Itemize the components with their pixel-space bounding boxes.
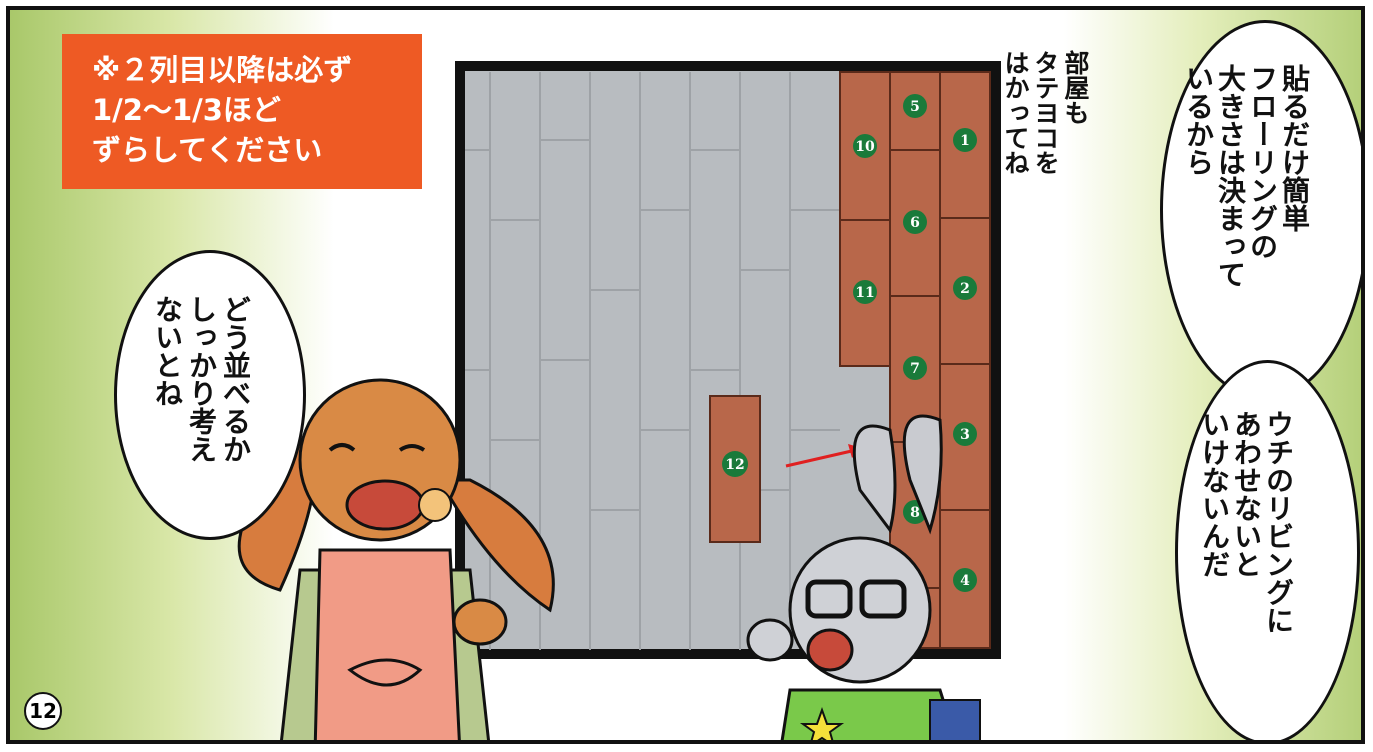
comic-panel: ※２列目以降は必ず 1/2〜1/3ほど ずらしてください (6, 6, 1365, 744)
handwritten-note: 部屋も タテヨコを はかってね (1001, 50, 1090, 175)
svg-text:4: 4 (960, 573, 970, 589)
bubble-right-bottom-text: ウチのリビングに あわせないと いけないんだ (1198, 410, 1295, 634)
svg-text:12: 12 (725, 457, 744, 473)
svg-text:3: 3 (960, 427, 970, 443)
svg-text:5: 5 (910, 99, 920, 115)
badge-1: 1 (953, 128, 977, 152)
speech-bubble-right-top (1160, 20, 1361, 400)
badge-7: 7 (903, 356, 927, 380)
rabbit-character (746, 414, 981, 740)
tile-badges: 1 2 3 4 5 6 7 8 10 11 12 (722, 94, 977, 592)
svg-text:11: 11 (855, 285, 874, 301)
svg-text:8: 8 (910, 505, 920, 521)
floor-plan: 1 2 3 4 5 6 7 8 10 11 12 (237, 61, 1001, 740)
tiles-col-3 (839, 71, 891, 367)
badge-11: 11 (853, 280, 877, 304)
badge-3: 3 (953, 422, 977, 446)
svg-text:6: 6 (910, 215, 920, 231)
bubble-right-top-text: 貼るだけ簡単 フローリングの 大きさは決まって いるから (1182, 64, 1311, 288)
svg-text:10: 10 (855, 139, 875, 155)
page-number: 12 (24, 692, 62, 730)
bubble-left-text: どう並べるか しっかり考え ないとね (151, 295, 252, 463)
speech-bubble-right-bottom (1175, 360, 1360, 740)
badge-6: 6 (903, 210, 927, 234)
tiles-col-1 (939, 71, 991, 649)
svg-text:1: 1 (960, 133, 970, 149)
speech-bubble-left (114, 250, 306, 540)
notice-box: ※２列目以降は必ず 1/2〜1/3ほど ずらしてください (62, 34, 422, 189)
badge-10: 10 (853, 134, 877, 158)
badge-4: 4 (953, 568, 977, 592)
badge-2: 2 (953, 276, 977, 300)
badge-12: 12 (722, 451, 748, 477)
badge-5: 5 (903, 94, 927, 118)
svg-text:2: 2 (960, 281, 970, 297)
dog-character (237, 378, 555, 740)
svg-text:7: 7 (910, 361, 920, 377)
star-icon (799, 707, 845, 740)
